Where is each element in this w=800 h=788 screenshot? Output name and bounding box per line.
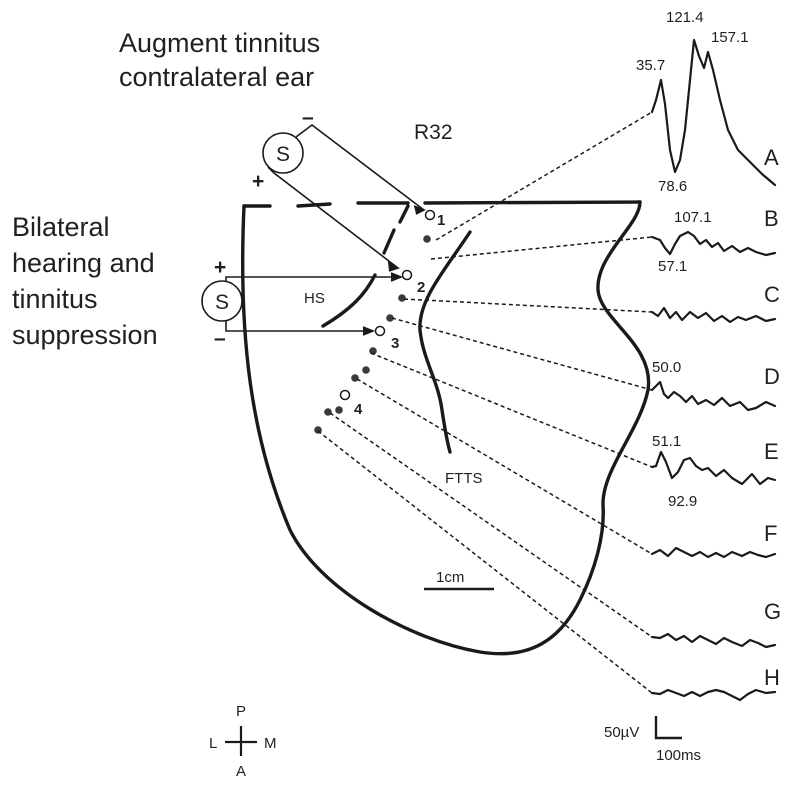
- electrode-1: [424, 209, 436, 221]
- trace-letter-a: A: [764, 145, 779, 170]
- stimulator-top-minus: –: [302, 106, 314, 129]
- connector-lines: [317, 111, 653, 694]
- electrode-site: [362, 366, 370, 374]
- connector-c: [403, 298, 653, 313]
- calibration-voltage: 50µV: [604, 724, 639, 741]
- electrode-number-1: 1: [437, 212, 445, 229]
- stimulator-top-circle: [262, 132, 304, 174]
- orientation-compass: P A L M: [209, 703, 277, 780]
- trace-e: [650, 450, 777, 486]
- electrode-number-2: 2: [417, 279, 425, 296]
- scale-bar-label: 1cm: [436, 569, 464, 586]
- title-left-line4: suppression: [12, 320, 158, 350]
- peak-label-b1: 107.1: [674, 209, 712, 226]
- stimulator-left-symbol: S: [215, 291, 229, 314]
- peak-label-e2: 92.9: [668, 493, 697, 510]
- trace-letter-c: C: [764, 282, 780, 307]
- stimulator-top-symbol: S: [276, 143, 290, 166]
- electrode-3: [374, 325, 386, 337]
- compass-medial: M: [264, 735, 277, 752]
- trace-d: [650, 380, 777, 412]
- peak-label-a4: 78.6: [658, 178, 687, 195]
- trace-letter-e: E: [764, 439, 779, 464]
- title-top-line2: contralateral ear: [119, 62, 314, 92]
- connector-d: [391, 317, 653, 391]
- electrode-number-3: 3: [391, 335, 399, 352]
- stimulator-left-plus: +: [214, 256, 226, 279]
- cortex-outline: [240, 200, 651, 656]
- trace-c: [650, 306, 777, 324]
- electrode-site: [351, 374, 359, 382]
- connector-b: [430, 236, 653, 260]
- trace-letter-d: D: [764, 364, 780, 389]
- stimulator-left-minus: –: [214, 327, 226, 350]
- trace-h: [650, 688, 777, 702]
- electrode-number-4: 4: [354, 401, 363, 418]
- trace-g: [650, 632, 777, 649]
- peak-label-a3: 157.1: [711, 29, 749, 46]
- peak-label-d1: 50.0: [652, 359, 681, 376]
- calibration-bar: 50µV 100ms: [604, 716, 701, 764]
- peak-label-a1: 35.7: [636, 57, 665, 74]
- electrode-array: [314, 209, 436, 434]
- electrode-site: [398, 294, 406, 302]
- compass-anterior: A: [236, 763, 246, 780]
- connector-g: [329, 412, 653, 638]
- connector-h: [317, 430, 653, 694]
- scale-bar: 1cm: [424, 569, 494, 591]
- electrode-site: [335, 406, 343, 414]
- electrode-site: [423, 235, 431, 243]
- ftts-label: FTTS: [445, 470, 483, 487]
- peak-label-e1: 51.1: [652, 433, 681, 450]
- title-left-line3: tinnitus: [12, 284, 98, 314]
- subject-id: R32: [414, 121, 453, 144]
- connector-a: [435, 111, 653, 241]
- ftts-sulcus: [418, 230, 472, 454]
- title-left-line1: Bilateral: [12, 212, 110, 242]
- stimulator-left: S + –: [201, 256, 404, 350]
- calibration-time: 100ms: [656, 747, 701, 764]
- hs-sulcus: [321, 204, 410, 328]
- trace-letter-b: B: [764, 206, 779, 231]
- electrode-4: [339, 389, 351, 401]
- trace-b: [650, 230, 777, 257]
- title-top-line1: Augment tinnitus: [119, 28, 320, 58]
- trace-f: [650, 546, 777, 559]
- trace-letter-h: H: [764, 665, 780, 690]
- hs-label: HS: [304, 290, 325, 307]
- trace-letter-f: F: [764, 521, 777, 546]
- connector-f: [356, 378, 653, 555]
- peak-label-b2: 57.1: [658, 258, 687, 275]
- stimulator-left-circle: [201, 280, 243, 322]
- compass-lateral: L: [209, 735, 217, 752]
- electrode-site: [324, 408, 332, 416]
- compass-posterior: P: [236, 703, 246, 720]
- trace-letter-g: G: [764, 599, 781, 624]
- electrode-site: [386, 314, 394, 322]
- peak-label-a2: 121.4: [666, 9, 704, 26]
- trace-a: [650, 38, 777, 187]
- title-left-line2: hearing and: [12, 248, 155, 278]
- stimulator-top: S – +: [252, 106, 426, 272]
- electrode-2: [401, 269, 413, 281]
- stimulator-top-plus: +: [252, 170, 264, 193]
- connector-e: [370, 352, 653, 468]
